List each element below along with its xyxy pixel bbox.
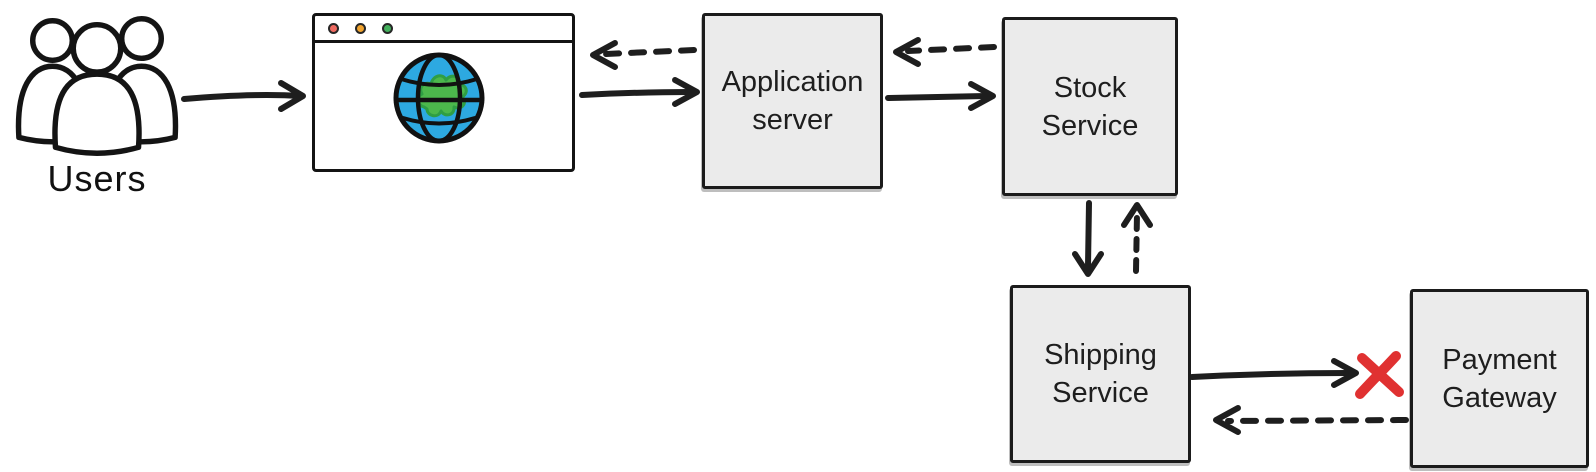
node-label-line: Gateway [1442,381,1557,414]
node-label-line: Payment [1442,343,1557,376]
node-label-line: server [752,104,833,136]
traffic-light-orange-icon [355,22,366,34]
red-x-icon [1355,351,1404,399]
arrow-app-to-browser-response [590,40,697,70]
node-label-line: Shipping [1044,339,1157,371]
node-shipping-service: Shipping Service [1010,285,1191,463]
node-label-line: Stock [1053,71,1127,104]
node-label-line: Application [721,66,864,98]
arrow-stock-to-app-response [893,37,997,67]
node-application-server: Application server [702,13,883,189]
node-label-line: Service [1041,109,1139,142]
arrow-browser-to-app-request [579,77,700,107]
traffic-light-red-icon [328,22,339,34]
browser-titlebar [315,16,572,43]
globe-icon [391,50,487,146]
arrow-users-to-browser [181,80,306,112]
browser-window [312,13,575,172]
arrow-payment-to-shipping-response [1213,405,1409,435]
arrow-shipping-to-payment-request [1189,358,1359,388]
arrow-app-to-stock-request [885,81,996,111]
arrow-stock-to-shipping-request [1072,200,1104,277]
arrow-shipping-to-stock-response [1121,202,1153,274]
node-label-line: Service [1052,377,1149,409]
users-icon [8,16,186,156]
node-stock-service: Stock Service [1002,17,1178,196]
users-label: Users [47,158,147,199]
person-front-icon [52,21,142,156]
traffic-light-green-icon [382,22,393,34]
node-payment-gateway: Payment Gateway [1410,289,1589,468]
